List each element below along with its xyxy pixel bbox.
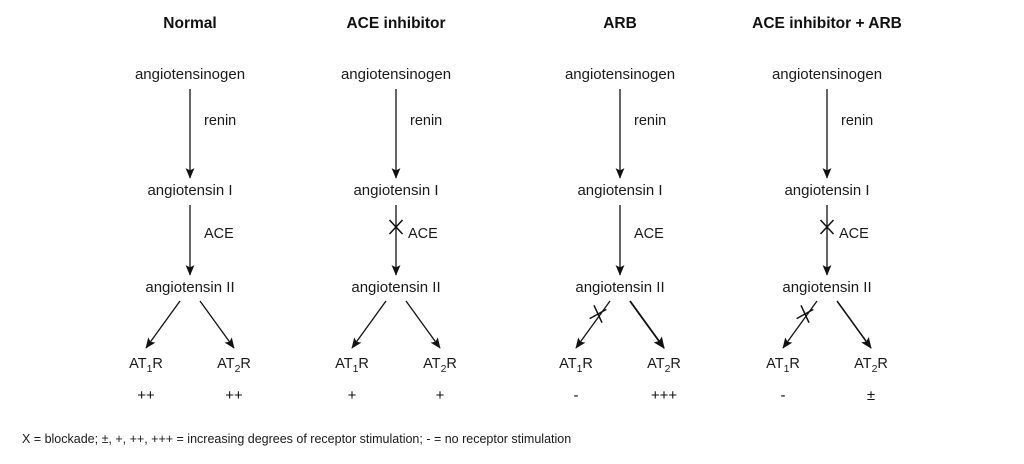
receptor-label-at1r: AT1R [129, 356, 163, 375]
receptor-label-at1r: AT1R [559, 356, 593, 375]
rating-at2r: + [436, 387, 445, 404]
pathway-column-ace-inhibitor: ACE inhibitor angiotensinogen angiotensin … [335, 15, 457, 404]
enzyme-label-ace: ACE [408, 226, 438, 242]
blockade-x-ace [388, 219, 404, 235]
arrow-to-at1r [575, 300, 611, 349]
enzyme-label-renin: renin [204, 113, 236, 129]
node-angiotensin-ii: angiotensin II [782, 279, 871, 296]
node-angiotensin-ii: angiotensin II [575, 279, 664, 296]
enzyme-label-renin: renin [841, 113, 873, 129]
receptor-label-at1r: AT1R [766, 356, 800, 375]
enzyme-label-ace: ACE [634, 226, 664, 242]
column-title-arb: ARB [603, 15, 637, 32]
column-title-ace-inhibitor: ACE inhibitor [346, 15, 445, 32]
blockade-x-ace [819, 219, 835, 235]
arrow-to-at1r [782, 300, 818, 349]
receptor-label-at2r: AT2R [854, 356, 888, 375]
rating-at1r: - [781, 387, 786, 404]
pathway-column-arb: ARB angiotensinogen angiotensin I angiotens… [559, 15, 681, 404]
receptor-label-at1r: AT1R [335, 356, 369, 375]
column-title-ace-inhibitor-plus-arb: ACE inhibitor + ARB [752, 15, 902, 32]
node-angiotensinogen: angiotensinogen [772, 66, 882, 83]
node-angiotensin-ii: angiotensin II [145, 279, 234, 296]
pathway-column-ace-inhibitor-plus-arb: ACE inhibitor + ARB angiotensinogen angiot… [752, 15, 902, 404]
rating-at1r: - [574, 387, 579, 404]
node-angiotensin-ii: angiotensin II [351, 279, 440, 296]
enzyme-label-renin: renin [634, 113, 666, 129]
enzyme-label-ace: ACE [204, 226, 234, 242]
receptor-label-at2r: AT2R [423, 356, 457, 375]
arrow-to-at1r [145, 300, 181, 349]
rating-at1r: ++ [137, 387, 155, 404]
receptor-label-at2r: AT2R [647, 356, 681, 375]
node-angiotensin-i: angiotensin I [784, 182, 869, 199]
enzyme-label-ace: ACE [839, 226, 869, 242]
node-angiotensin-i: angiotensin I [577, 182, 662, 199]
rating-at1r: + [348, 387, 357, 404]
node-angiotensinogen: angiotensinogen [341, 66, 451, 83]
node-angiotensinogen: angiotensinogen [565, 66, 675, 83]
node-angiotensin-i: angiotensin I [147, 182, 232, 199]
node-angiotensinogen: angiotensinogen [135, 66, 245, 83]
blockade-x-at1r [796, 305, 814, 323]
receptor-label-at2r: AT2R [217, 356, 251, 375]
arrow-to-at2r [836, 300, 872, 349]
arrow-to-at1r [351, 300, 387, 349]
rating-at2r: +++ [651, 387, 678, 404]
legend-text: X = blockade; ±, +, ++, +++ = increasing… [22, 432, 571, 446]
rating-at2r: ± [867, 387, 875, 404]
node-angiotensin-i: angiotensin I [353, 182, 438, 199]
pathway-column-normal: Normal angiotensinogen angiotensin I angiot… [129, 15, 251, 404]
arrow-to-at2r [405, 300, 441, 349]
arrow-to-at2r [629, 300, 665, 349]
rating-at2r: ++ [225, 387, 243, 404]
column-title-normal: Normal [163, 15, 216, 32]
enzyme-label-renin: renin [410, 113, 442, 129]
arrow-to-at2r [199, 300, 235, 349]
blockade-x-at1r [589, 305, 607, 323]
